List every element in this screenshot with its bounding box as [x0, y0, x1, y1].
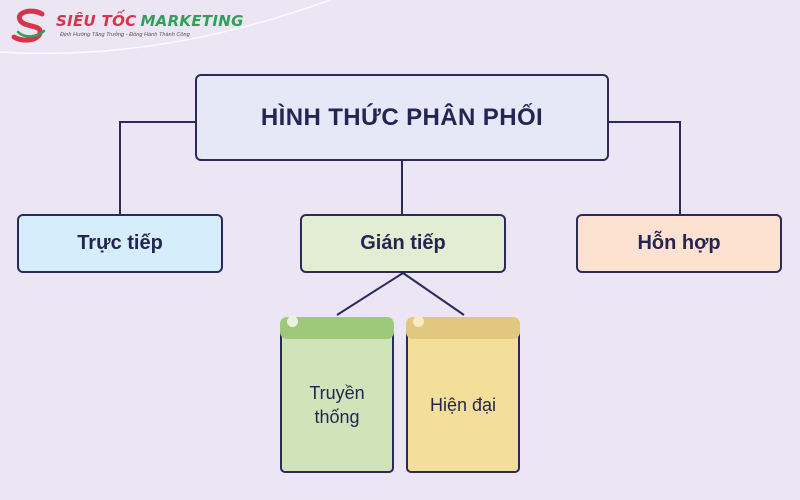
- logo-s-icon: [11, 8, 46, 43]
- connector-root-direct: [119, 121, 195, 214]
- connector-indirect-modern: [402, 272, 465, 316]
- node-indirect: Gián tiếp: [300, 214, 506, 273]
- jar-lid-highlight: [413, 316, 424, 327]
- node-traditional-label: Truyền thống: [309, 382, 365, 427]
- jar-lid-highlight: [287, 316, 298, 327]
- brand-name-part2: MARKETING: [140, 12, 244, 30]
- jar-lid: [406, 317, 520, 339]
- connector-root-mixed: [609, 121, 681, 214]
- root-node: HÌNH THỨC PHÂN PHỐI: [195, 74, 609, 161]
- node-modern: Hiện đại: [406, 316, 520, 473]
- node-mixed: Hỗn hợp: [576, 214, 782, 273]
- brand-tagline: Định Hướng Tăng Trưởng - Đồng Hành Thành…: [60, 32, 190, 38]
- connector-indirect-tradition: [336, 272, 404, 316]
- jar-lid: [280, 317, 394, 339]
- brand-name-part1: SIÊU TỐC: [56, 12, 137, 30]
- node-modern-label: Hiện đại: [429, 394, 497, 415]
- node-direct: Trực tiếp: [17, 214, 223, 273]
- node-traditional: Truyền thống: [280, 316, 394, 473]
